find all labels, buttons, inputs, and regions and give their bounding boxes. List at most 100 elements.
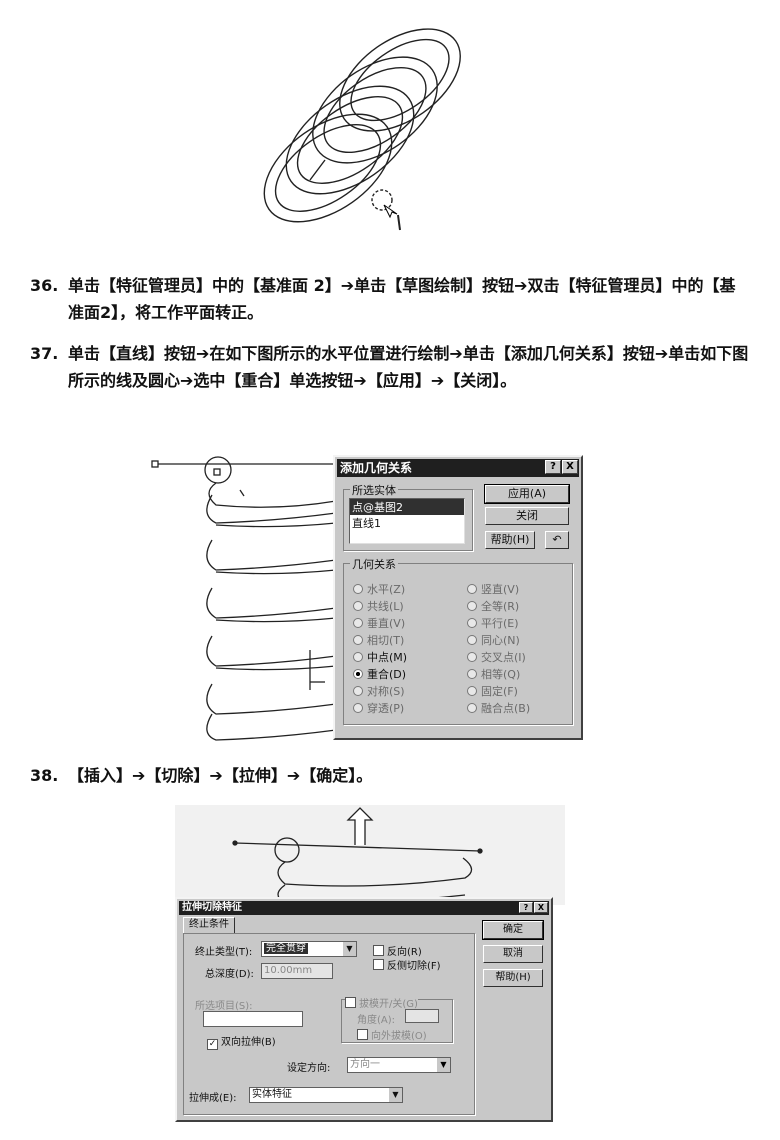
radio-dot-icon: [467, 618, 477, 628]
relation-radio[interactable]: 相等(Q): [467, 666, 520, 682]
outward-checkbox[interactable]: 向外拔模(O): [357, 1027, 427, 1042]
relation-radio[interactable]: 同心(N): [467, 632, 520, 648]
draft-checkbox[interactable]: 拔模开/关(G): [345, 995, 418, 1010]
extrude-preview: [175, 805, 565, 905]
checkbox-box: [373, 959, 384, 970]
step-text: 单击【直线】按钮➔在如下图所示的水平位置进行绘制➔单击【添加几何关系】按钮➔单击…: [68, 344, 749, 390]
relation-label: 全等(R): [481, 600, 520, 613]
extrude-as-label: 拉伸成(E):: [189, 1093, 237, 1104]
relation-label: 重合(D): [367, 668, 407, 681]
undo-icon[interactable]: ↶: [545, 531, 569, 549]
reverse-label: 反向(R): [387, 947, 422, 958]
relation-radio[interactable]: 中点(M): [353, 649, 407, 665]
spring-side-view: [151, 456, 337, 741]
end-type-label: 终止类型(T):: [195, 947, 253, 958]
list-item[interactable]: 点@基图2: [350, 499, 464, 515]
selected-items-label: 所选项目(S):: [195, 1001, 253, 1012]
help-button[interactable]: 帮助(H): [483, 969, 543, 987]
group-label: 所选实体: [350, 482, 398, 498]
radio-dot-icon: [467, 703, 477, 713]
list-item[interactable]: 直线1: [352, 517, 381, 530]
checkbox-box: ✓: [207, 1039, 218, 1050]
relation-radio[interactable]: 相切(T): [353, 632, 404, 648]
bidirectional-checkbox[interactable]: ✓双向拉伸(B): [207, 1033, 276, 1050]
outward-label: 向外拔模(O): [371, 1031, 427, 1042]
radio-dot-icon: [353, 584, 363, 594]
relation-label: 平行(E): [481, 617, 519, 630]
relation-radio[interactable]: 交叉点(I): [467, 649, 526, 665]
radio-dot-icon: [353, 652, 363, 662]
relation-label: 相切(T): [367, 634, 405, 647]
relation-label: 固定(F): [481, 685, 518, 698]
angle-input[interactable]: [405, 1009, 439, 1023]
flip-side-checkbox[interactable]: 反侧切除(F): [373, 957, 441, 972]
spring-figure: [263, 28, 461, 231]
ok-button[interactable]: 确定: [482, 920, 544, 940]
checkbox-box: [357, 1029, 368, 1040]
relation-label: 相等(Q): [481, 668, 521, 681]
depth-input[interactable]: 10.00mm: [261, 963, 333, 979]
relation-label: 对称(S): [367, 685, 405, 698]
chevron-down-icon: ▼: [389, 1088, 402, 1102]
radio-dot-icon: [353, 635, 363, 645]
end-type-select[interactable]: 完全贯穿 ▼: [261, 941, 357, 957]
extrude-as-value: 实体特征: [252, 1089, 292, 1100]
relation-label: 中点(M): [367, 651, 408, 664]
tab-panel: [183, 933, 475, 1115]
help-icon[interactable]: ?: [545, 460, 561, 474]
radio-dot-icon: [467, 686, 477, 696]
cancel-button[interactable]: 取消: [483, 945, 543, 963]
radio-dot-icon: [467, 601, 477, 611]
help-icon[interactable]: ?: [519, 902, 533, 913]
close-icon[interactable]: X: [562, 460, 578, 474]
help-button[interactable]: 帮助(H): [485, 531, 535, 549]
radio-dot-icon: [353, 703, 363, 713]
radio-dot-icon: [467, 635, 477, 645]
relation-label: 交叉点(I): [481, 651, 526, 664]
relation-label: 水平(Z): [367, 583, 406, 596]
step-text: 单击【特征管理员】中的【基准面 2】➔单击【草图绘制】按钮➔双击【特征管理员】中…: [68, 276, 736, 322]
tab-end-condition[interactable]: 终止条件: [183, 917, 235, 933]
radio-dot-icon: [467, 669, 477, 679]
selected-items-input[interactable]: [203, 1011, 303, 1027]
relation-radio[interactable]: 竖直(V): [467, 581, 519, 597]
step-text: 【插入】➔【切除】➔【拉伸】➔【确定】。: [68, 766, 373, 785]
relation-radio[interactable]: 穿透(P): [353, 700, 404, 716]
relation-radio[interactable]: 平行(E): [467, 615, 519, 631]
relations-group: 几何关系: [343, 556, 573, 725]
relation-radio[interactable]: 对称(S): [353, 683, 405, 699]
flip-side-label: 反侧切除(F): [387, 961, 441, 972]
radio-dot-icon: [353, 618, 363, 628]
relation-radio[interactable]: 融合点(B): [467, 700, 530, 716]
relation-radio[interactable]: 重合(D): [353, 666, 406, 682]
step-number: 37.: [30, 344, 59, 363]
apply-button[interactable]: 应用(A): [484, 484, 570, 504]
relation-radio[interactable]: 垂直(V): [353, 615, 405, 631]
entity-list[interactable]: 点@基图2 直线1: [349, 498, 465, 544]
checkbox-box: [345, 997, 356, 1008]
close-button[interactable]: 关闭: [485, 507, 569, 525]
relation-label: 垂直(V): [367, 617, 406, 630]
step-number: 38.: [30, 766, 59, 785]
direction-select[interactable]: 方向一 ▼: [347, 1057, 451, 1073]
relation-radio[interactable]: 全等(R): [467, 598, 519, 614]
end-type-value: 完全贯穿: [264, 943, 308, 954]
depth-label: 总深度(D):: [205, 969, 254, 980]
extrude-as-select[interactable]: 实体特征 ▼: [249, 1087, 403, 1103]
step-38: 38. 【插入】➔【切除】➔【拉伸】➔【确定】。: [30, 762, 750, 789]
draft-label: 拔模开/关(G): [359, 999, 418, 1010]
radio-dot-icon: [353, 601, 363, 611]
relation-radio[interactable]: 固定(F): [467, 683, 518, 699]
direction-value: 方向一: [350, 1059, 380, 1070]
close-icon[interactable]: X: [534, 902, 548, 913]
extrude-cut-dialog: 拉伸切除特征 ? X 终止条件 终止类型(T): 完全贯穿 ▼ 反向(R) 反侧…: [175, 897, 553, 1122]
radio-dot-icon: [353, 669, 363, 679]
direction-label: 设定方向:: [287, 1063, 331, 1074]
reverse-checkbox[interactable]: 反向(R): [373, 943, 422, 958]
radio-dot-icon: [467, 652, 477, 662]
angle-label: 角度(A):: [357, 1015, 396, 1026]
relation-label: 穿透(P): [367, 702, 405, 715]
relation-radio[interactable]: 共线(L): [353, 598, 404, 614]
checkbox-box: [373, 945, 384, 956]
relation-radio[interactable]: 水平(Z): [353, 581, 405, 597]
